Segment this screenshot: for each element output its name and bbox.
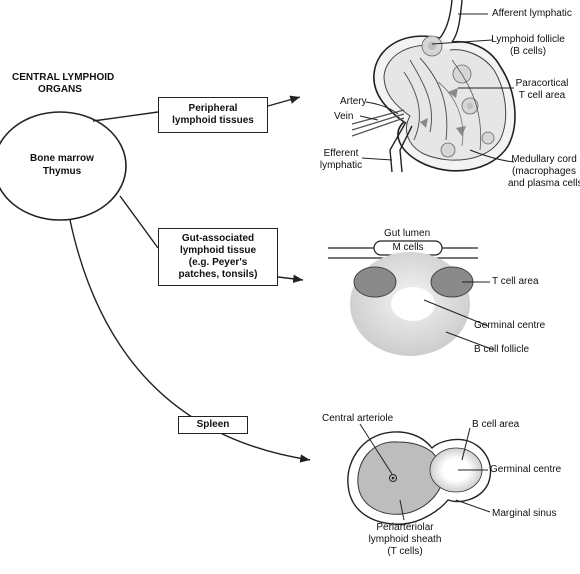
gut-line2: lymphoid tissue — [179, 245, 257, 256]
medullary-line2: (macrophages — [512, 166, 576, 177]
efferent-line1: Efferent — [323, 148, 359, 159]
central-arteriole-label: Central arteriole — [322, 413, 394, 424]
central-heading: CENTRAL LYMPHOID ORGANS — [12, 72, 115, 96]
lymphoid-follicle-label: Lymphoid follicle (B cells) — [488, 34, 568, 58]
artery-label: Artery — [340, 96, 367, 107]
central-heading-line1: CENTRAL LYMPHOID — [12, 72, 115, 83]
peripheral-line2: lymphoid tissues — [172, 115, 254, 126]
efferent-line2: lymphatic — [319, 160, 363, 171]
central-organ-circle — [0, 111, 127, 221]
spleen-leaders — [359, 423, 491, 521]
paracortical-line1: Paracortical — [515, 78, 569, 89]
follicle-line2: (B cells) — [509, 46, 547, 57]
follicle-line1: Lymphoid follicle — [491, 34, 565, 45]
pals-label: Periarteriolar lymphoid sheath (T cells) — [362, 522, 448, 558]
paracortical-line2: T cell area — [518, 90, 566, 101]
medullary-cord-label: Medullary cord (macrophages and plasma c… — [508, 154, 580, 190]
paracortical-label: Paracortical T cell area — [508, 78, 576, 102]
arrow-peripheral — [267, 95, 301, 107]
medullary-line1: Medullary cord — [511, 154, 577, 165]
spleen-box: Spleen — [178, 416, 248, 434]
spleen-germinal-centre-label: Germinal centre — [490, 464, 562, 475]
spleen-box-label: Spleen — [196, 419, 230, 430]
connector-spleen — [69, 219, 311, 463]
lymph-node-leaders — [359, 13, 515, 163]
gut-line4: patches, tonsils) — [178, 269, 258, 280]
galt-drawing — [328, 240, 478, 356]
efferent-lymphatic-label: Efferent lymphatic — [318, 148, 364, 172]
spleen-drawing — [347, 431, 492, 525]
pals-line3: (T cells) — [387, 546, 423, 557]
marginal-sinus-label: Marginal sinus — [492, 508, 557, 519]
afferent-lymphatic-label: Afferent lymphatic — [492, 8, 572, 19]
thymus-label: Thymus — [42, 166, 82, 177]
peripheral-line1: Peripheral — [188, 103, 238, 114]
gut-associated-box: Gut-associated lymphoid tissue (e.g. Pey… — [158, 228, 278, 286]
pals-line2: lymphoid sheath — [368, 534, 442, 545]
medullary-line3: and plasma cells) — [508, 178, 580, 189]
vein-label: Vein — [334, 111, 354, 122]
bone-marrow-label: Bone marrow — [30, 153, 94, 164]
b-cell-follicle-label: B cell follicle — [474, 344, 530, 355]
arrow-gut — [277, 274, 304, 284]
pals-line1: Periarteriolar — [376, 522, 434, 533]
connector-gut — [119, 195, 159, 249]
lymph-node-drawing — [351, 0, 516, 173]
galt-germinal-centre-label: Germinal centre — [474, 320, 546, 331]
connector-peripheral — [92, 111, 159, 122]
galt-leaders — [423, 281, 495, 351]
central-organ-label: Bone marrow Thymus — [4, 152, 120, 178]
central-heading-line2: ORGANS — [38, 84, 82, 95]
galt-t-cell-area-label: T cell area — [492, 276, 539, 287]
gut-line3: (e.g. Peyer's — [188, 257, 248, 268]
m-cells-label: M cells — [392, 242, 424, 253]
gut-line1: Gut-associated — [181, 233, 255, 244]
gut-lumen-label: Gut lumen — [384, 228, 431, 239]
peripheral-tissues-box: Peripheral lymphoid tissues — [158, 97, 268, 133]
b-cell-area-label: B cell area — [472, 419, 520, 430]
